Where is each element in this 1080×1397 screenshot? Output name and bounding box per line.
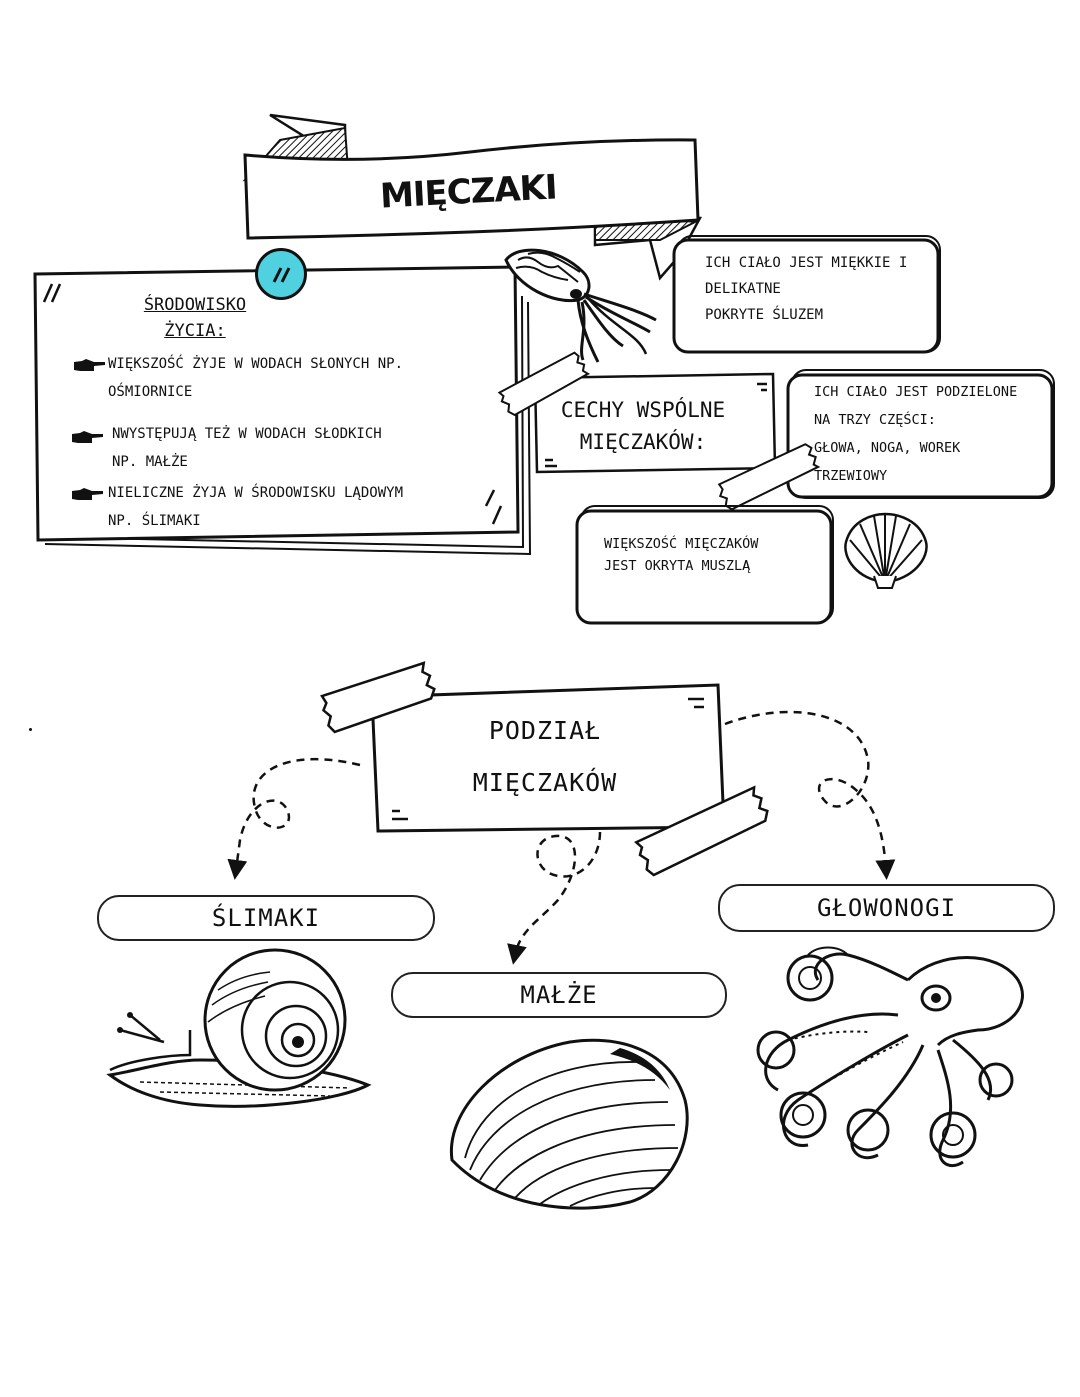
common-features-line1: CECHY WSPÓLNE (560, 398, 726, 422)
environment-bullet-1-line2: OŚMIORNICE (108, 384, 193, 400)
pin-mark-icon (272, 267, 291, 283)
fact-1-line3: POKRYTE ŚLUZEM (705, 307, 824, 323)
division-line2: MIĘCZAKÓW (472, 768, 618, 797)
fact-2-line2: NA TRZY CZĘŚCI: (814, 412, 936, 428)
hand-pointer-icon (72, 488, 103, 500)
fact-2-frame (786, 369, 1055, 499)
stray-dot (29, 728, 32, 731)
division-frame (320, 661, 769, 877)
common-features-title: CECHY WSPÓLNE MIĘCZAKÓW: (538, 394, 748, 458)
environment-bullet-3-line2: NP. ŚLIMAKI (108, 513, 201, 529)
group-slimaki: ŚLIMAKI (97, 895, 435, 941)
hand-pointer-icon (72, 431, 103, 443)
pin-badge (255, 248, 307, 300)
arrow-to-slimaki (227, 757, 361, 880)
group-glowonogi: GŁOWONOGI (718, 884, 1055, 932)
fact-2-line1: ICH CIAŁO JEST PODZIELONE (814, 384, 1018, 400)
fact-1-line2: DELIKATNE (705, 281, 781, 297)
environment-heading-line2: ŻYCIA: (164, 321, 226, 341)
tape-strip (717, 443, 821, 511)
environment-bullet-1-line1: WIĘKSZOŚĆ ŻYJE W WODACH SŁONYCH NP. (108, 356, 404, 372)
environment-bullet-2-line2: NP. MAŁŻE (112, 454, 188, 470)
fact-3-line2: JEST OKRYTA MUSZLĄ (604, 558, 751, 574)
fact-1-frame (672, 235, 941, 354)
division-title: PODZIAŁ MIĘCZAKÓW (420, 705, 670, 809)
fact-3: WIĘKSZOŚĆ MIĘCZAKÓW JEST OKRYTA MUSZLĄ (604, 533, 824, 577)
fact-2: ICH CIAŁO JEST PODZIELONE NA TRZY CZĘŚCI… (814, 378, 1054, 490)
fact-1: ICH CIAŁO JEST MIĘKKIE I DELIKATNE POKRY… (705, 250, 935, 328)
arrow-to-malze (507, 831, 602, 965)
scallop-shell-illustration (844, 512, 928, 589)
fact-2-line4: TRZEWIOWY (814, 468, 888, 484)
squid-illustration (504, 248, 657, 363)
snail-illustration (106, 948, 372, 1108)
title-banner (242, 113, 703, 281)
common-features-frame (497, 351, 777, 474)
fact-3-line1: WIĘKSZOŚĆ MIĘCZAKÓW (604, 536, 759, 552)
clam-illustration (449, 1038, 689, 1210)
group-malze: MAŁŻE (391, 972, 727, 1018)
fact-1-line1: ICH CIAŁO JEST MIĘKKIE I (705, 255, 908, 271)
fact-2-line3: GŁOWA, NOGA, WOREK (814, 440, 961, 456)
common-features-line2: MIĘCZAKÓW: (579, 430, 707, 454)
environment-bullet-2-line1: NWYSTĘPUJĄ TEŻ W WODACH SŁODKICH (112, 426, 382, 442)
environment-heading: ŚRODOWISKO ŻYCIA: (110, 292, 280, 344)
environment-bullet-3-line1: NIELICZNE ŻYJA W ŚRODOWISKU LĄDOWYM (108, 485, 404, 501)
division-line1: PODZIAŁ (488, 716, 602, 745)
fact-3-frame (575, 505, 834, 625)
hand-pointer-icon (74, 359, 105, 371)
arrow-to-glowonogi (724, 710, 896, 880)
octopus-illustration (756, 946, 1024, 1168)
environment-heading-line1: ŚRODOWISKO (143, 295, 247, 315)
